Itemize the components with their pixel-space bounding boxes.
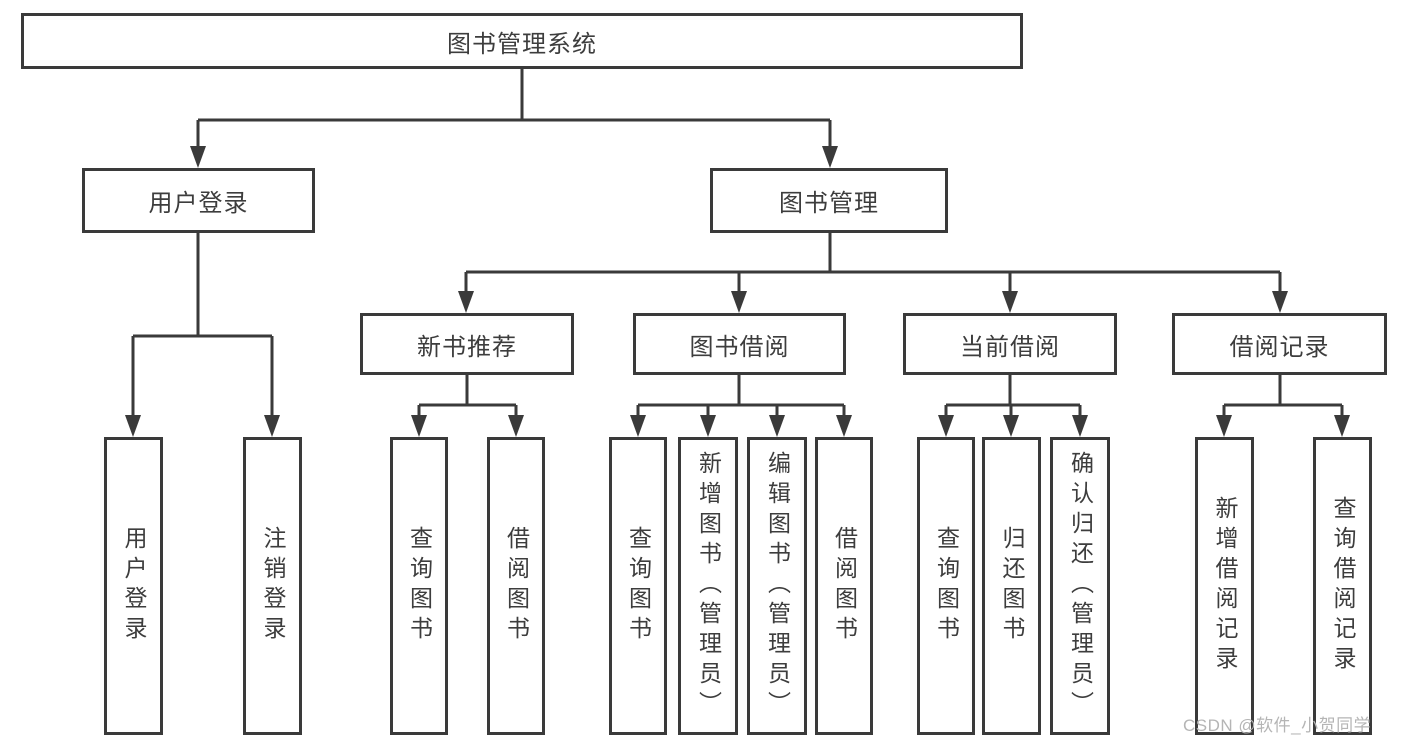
- watermark: CSDN @软件_小贺同学: [1183, 716, 1372, 735]
- arrowhead-icon: [458, 291, 474, 313]
- leaf-confirm-return-admin: 确认归还（管理员）: [1050, 437, 1110, 735]
- connector-book-borrowing-children: [630, 375, 852, 437]
- leaf-return-books: 归还图书: [982, 437, 1041, 735]
- arrowhead-icon: [1002, 291, 1018, 313]
- node-book-borrowing: 图书借阅: [633, 313, 846, 375]
- leaf-edit-books-admin: 编辑图书（管理员）: [747, 437, 807, 735]
- arrowhead-icon: [630, 415, 646, 437]
- connector-root-to-level2: [190, 68, 838, 168]
- leaf-logout: 注销登录: [243, 437, 302, 735]
- arrowhead-icon: [411, 415, 427, 437]
- leaf-query-books-borrowing: 查询图书: [609, 437, 667, 735]
- arrowhead-icon: [822, 146, 838, 168]
- arrowhead-icon: [264, 415, 280, 437]
- node-borrowing-records: 借阅记录: [1172, 313, 1387, 375]
- arrowhead-icon: [125, 415, 141, 437]
- node-user-login: 用户登录: [82, 168, 315, 233]
- leaf-borrow-books: 借阅图书: [815, 437, 873, 735]
- leaf-add-books-admin: 新增图书（管理员）: [678, 437, 738, 735]
- arrowhead-icon: [1003, 415, 1019, 437]
- node-root-system: 图书管理系统: [21, 13, 1023, 69]
- arrowhead-icon: [836, 415, 852, 437]
- connector-new-book-recommend-children: [411, 375, 524, 437]
- leaf-query-borrow-record: 查询借阅记录: [1313, 437, 1372, 735]
- node-new-book-recommend: 新书推荐: [360, 313, 574, 375]
- leaf-borrow-books-recommend: 借阅图书: [487, 437, 545, 735]
- arrowhead-icon: [938, 415, 954, 437]
- arrowhead-icon: [1272, 291, 1288, 313]
- leaf-add-borrow-record: 新增借阅记录: [1195, 437, 1254, 735]
- connector-current-borrowing-children: [938, 375, 1088, 437]
- node-book-management: 图书管理: [710, 168, 948, 233]
- arrowhead-icon: [190, 146, 206, 168]
- leaf-user-login: 用户登录: [104, 437, 163, 735]
- arrowhead-icon: [1334, 415, 1350, 437]
- connector-user-login-children: [125, 233, 280, 437]
- connector-book-management-children: [458, 233, 1288, 313]
- arrowhead-icon: [731, 291, 747, 313]
- connector-borrowing-records-children: [1216, 375, 1350, 437]
- arrowhead-icon: [508, 415, 524, 437]
- node-current-borrowing: 当前借阅: [903, 313, 1117, 375]
- arrowhead-icon: [1072, 415, 1088, 437]
- arrowhead-icon: [1216, 415, 1232, 437]
- arrowhead-icon: [700, 415, 716, 437]
- leaf-query-books-current: 查询图书: [917, 437, 975, 735]
- leaf-query-books-recommend: 查询图书: [390, 437, 448, 735]
- arrowhead-icon: [769, 415, 785, 437]
